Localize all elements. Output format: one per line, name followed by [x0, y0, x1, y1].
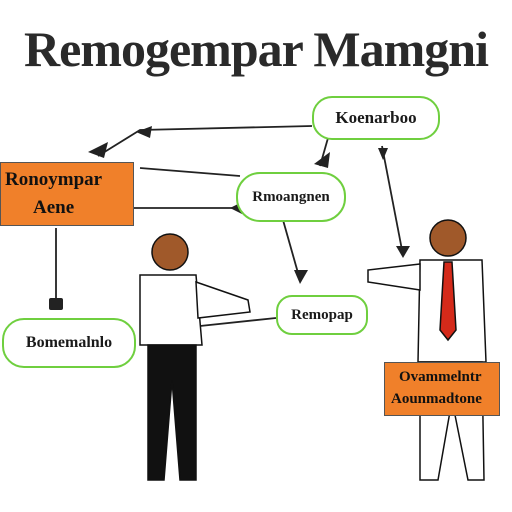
connector-right-vertical: [381, 145, 403, 251]
bubble-left-label: Bomemalnlo: [25, 334, 113, 351]
person-right-tie: [439, 261, 457, 342]
arrow-head-right-lower: [396, 246, 410, 258]
pen-icon-left: [88, 142, 108, 158]
person-right: [367, 219, 487, 481]
connector-top: [97, 125, 313, 157]
pen-icon-top: [314, 152, 330, 168]
person-right-head: [429, 219, 467, 257]
bubble-middle: Rmoangnen: [236, 172, 346, 222]
orange-box-left-line1: Ronoympar: [5, 169, 103, 190]
plug-icon-left: [49, 298, 63, 310]
arrow-head-middle-down: [294, 270, 308, 284]
arrow-head-right: [378, 148, 388, 160]
orange-box-right-line1: Ovammelntr: [399, 369, 482, 385]
bubble-middle-label: Rmoangnen: [252, 188, 330, 205]
person-left-shirt: [139, 274, 203, 346]
orange-box-right-line2: Aounmadtone: [391, 391, 482, 407]
orange-box-right: Ovammelntr Aounmadtone: [384, 362, 500, 416]
person-right-arm: [367, 263, 421, 291]
orange-box-left: Ronoympar Aene: [0, 162, 134, 226]
orange-box-left-line2: Aene: [33, 197, 75, 218]
bubble-left: Bomemalnlo: [2, 318, 136, 368]
person-left-head: [151, 233, 189, 271]
person-left-arm: [195, 280, 251, 319]
arrow-head-top: [136, 126, 152, 138]
bubble-lower-center-label: Remopap: [291, 306, 353, 323]
diagram-title: Remogempar Mamgni: [24, 21, 489, 77]
connector-hand-to-lower: [199, 317, 277, 327]
person-left: [139, 233, 251, 481]
bubble-top-right-label: Koenarboo: [335, 108, 417, 127]
bubble-top-right: Koenarboo: [312, 96, 440, 140]
person-left-trousers: [147, 344, 197, 481]
connector-orange-to-middle: [139, 167, 241, 177]
bubble-lower-center: Remopap: [276, 295, 368, 335]
